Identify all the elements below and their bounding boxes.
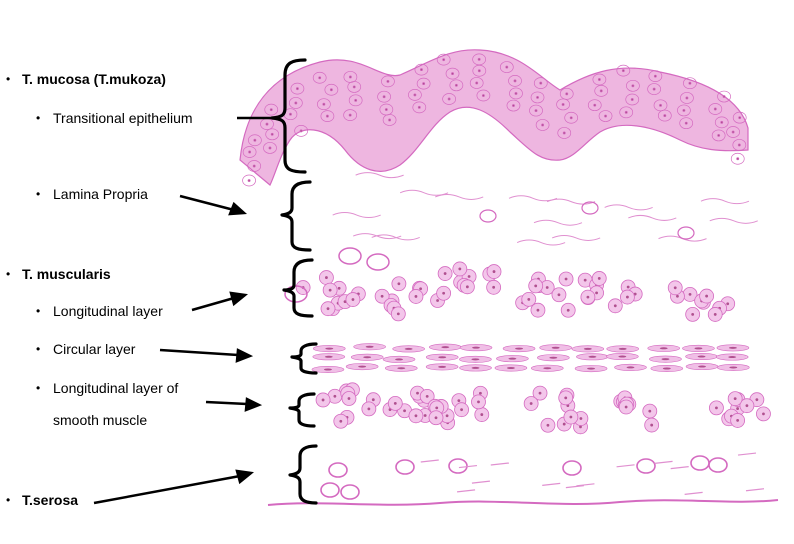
bullet-lamina: • [36,187,41,201]
bullet-muscularis: • [6,267,11,281]
bullet-serosa: • [6,493,11,507]
bullet-long1: • [36,304,41,318]
label-circular-layer: Circular layer [53,341,136,357]
label-muscularis: T. muscularis [22,266,111,282]
label-mucosa: T. mucosa (T.mukoza) [22,71,166,87]
serosa-boundary [267,499,779,506]
label-serosa: T.serosa [22,492,79,508]
circular-layer-illustration [311,343,750,373]
serosa-illustration [320,452,765,500]
bullet-long2: • [36,381,41,395]
bracket-serosa [288,444,318,505]
arrow-long2 [205,397,263,412]
arrow-lamina [179,194,248,216]
arrow-long1 [191,291,248,312]
label-longitudinal-smooth-muscle-line1: Longitudinal layer of [53,380,179,396]
bullet-circular: • [36,342,41,356]
arrow-serosa [93,469,254,505]
lamina-propria-illustration [332,172,758,246]
transitional-epithelium-illustration [239,49,749,187]
label-longitudinal-layer: Longitudinal layer [53,303,163,319]
label-transitional-epithelium: Transitional epithelium [53,110,193,126]
arrow-circular [159,348,254,363]
bracket-long1 [282,258,314,318]
bracket-long2 [288,392,316,428]
bullet-mucosa: • [6,72,11,86]
bracket-lamina [280,180,312,252]
label-lamina-propria: Lamina Propria [53,186,148,202]
bullet-transitional: • [36,111,41,125]
label-longitudinal-smooth-muscle-line2: smooth muscle [53,412,148,428]
muscle-layers-illustration [284,247,771,435]
bracket-circular [290,342,318,375]
